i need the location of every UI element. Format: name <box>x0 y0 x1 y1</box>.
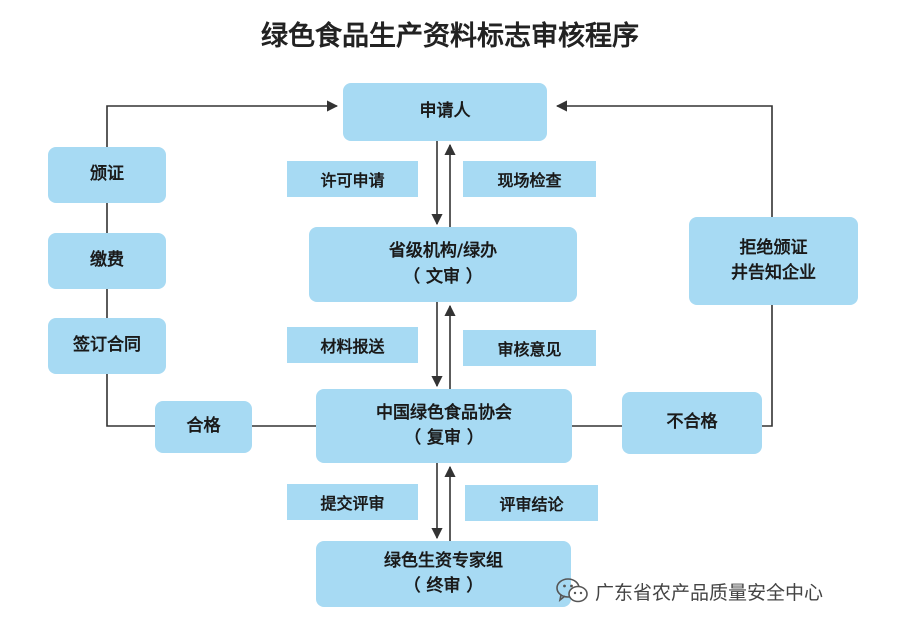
node-pass-label: 合格 <box>186 416 221 437</box>
node-provincial-line1: 省级机构/绿办 <box>388 241 498 261</box>
node-fail: 不合格 <box>622 392 762 454</box>
node-contract-label: 签订合同 <box>73 335 141 356</box>
label-site-inspection: 现场检查 <box>463 161 596 197</box>
node-applicant-label: 申请人 <box>419 101 471 122</box>
label-permit-apply: 许可申请 <box>287 161 418 197</box>
watermark-text: 广东省农产品质量安全中心 <box>595 581 824 604</box>
node-provincial: 省级机构/绿办 （ 文审 ） <box>309 227 577 302</box>
node-association-line2: （ 复审 ） <box>404 428 484 448</box>
node-association: 中国绿色食品协会 （ 复审 ） <box>316 389 572 463</box>
node-certify: 颁证 <box>48 147 166 203</box>
label-review-conclusion: 评审结论 <box>465 485 598 521</box>
node-expert-line2: （ 终审 ） <box>403 576 484 596</box>
node-reject: 拒绝颁证 井告知企业 <box>689 217 858 305</box>
node-certify-label: 颁证 <box>90 164 124 185</box>
node-fee: 缴费 <box>48 233 166 289</box>
node-reject-line2: 井告知企业 <box>731 263 816 283</box>
page-title: 绿色食品生产资料标志审核程序 <box>261 21 639 52</box>
node-expert-line1: 绿色生资专家组 <box>384 550 503 571</box>
node-provincial-line2: （ 文审 ） <box>403 266 483 287</box>
label-submit-review: 提交评审 <box>287 484 418 520</box>
node-pass: 合格 <box>155 401 252 453</box>
node-expert: 绿色生资专家组 （ 终审 ） <box>316 541 571 607</box>
label-material-submit: 材料报送 <box>287 327 418 363</box>
watermark: 广东省农产品质量安全中心 <box>555 577 823 605</box>
node-fail-label: 不合格 <box>666 412 718 433</box>
node-association-line1: 中国绿色食品协会 <box>376 402 512 423</box>
node-reject-line1: 拒绝颁证 <box>739 237 808 258</box>
node-contract: 签订合同 <box>48 318 166 374</box>
label-review-opinion: 审核意见 <box>463 330 596 366</box>
wechat-icon <box>556 578 588 603</box>
node-fee-label: 缴费 <box>90 250 124 271</box>
node-applicant: 申请人 <box>343 83 547 141</box>
